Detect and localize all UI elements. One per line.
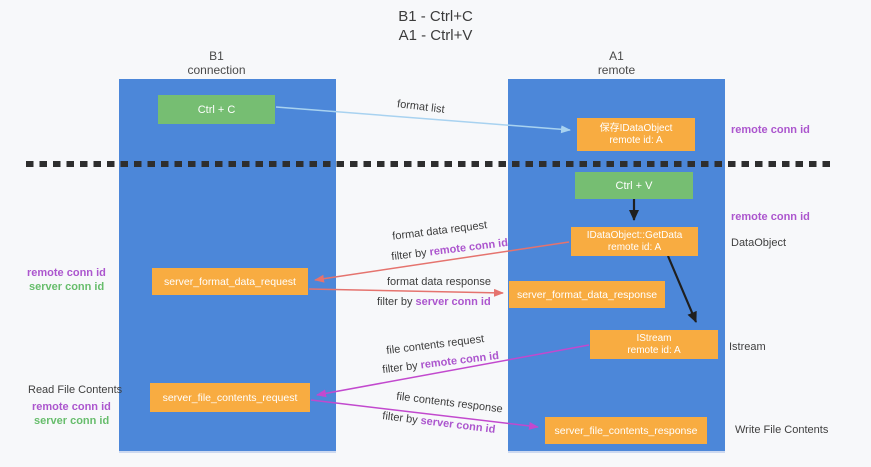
title-line-2: A1 - Ctrl+V: [398, 27, 473, 44]
server-format-data-response-label: server_format_data_response: [516, 288, 658, 301]
diagram-title: B1 - Ctrl+C A1 - Ctrl+V: [0, 7, 871, 45]
save-idataobject-line1: 保存IDataObject: [599, 123, 673, 134]
format-list-label: format list: [396, 98, 446, 116]
server-format-data-request-label: server_format_data_request: [164, 275, 296, 288]
getdata-line2: remote id: A: [607, 242, 662, 253]
istream-line2: remote id: A: [627, 345, 681, 356]
lane-header-b1-role: connection: [187, 63, 246, 77]
save-idataobject-line2: remote id: A: [609, 135, 663, 146]
ctrl-v-label: Ctrl + V: [615, 179, 653, 192]
remote-conn-id-label-right-top: remote conn id: [731, 124, 810, 136]
filter-by-value-3: remote conn id: [419, 349, 500, 372]
remote-conn-id-label-left-top: remote conn id: [27, 267, 106, 279]
server-file-contents-response-label: server_file_contents_response: [554, 424, 698, 437]
filter-by-text-1: filter by: [390, 246, 428, 264]
filter-by-value-1: remote conn id: [428, 236, 509, 259]
server-file-contents-response-node: server_file_contents_response: [545, 417, 707, 444]
lane-header-b1: B1 connection: [108, 49, 325, 77]
server-conn-id-label-left-top: server conn id: [29, 281, 105, 293]
write-file-contents-label: Write File Contents: [735, 424, 829, 436]
filter-by-value-4: server conn id: [419, 414, 496, 436]
getdata-node: IDataObject::GetData remote id: A: [571, 227, 698, 256]
lane-header-a1: A1 remote: [508, 49, 725, 77]
filter-by-value-2: server conn id: [415, 296, 491, 308]
server-format-data-request-node: server_format_data_request: [152, 268, 308, 295]
save-idataobject-node: 保存IDataObject remote id: A: [577, 118, 695, 151]
title-line-1: B1 - Ctrl+C: [398, 8, 473, 25]
format-data-response-label: format data response: [387, 276, 491, 288]
lane-header-b1-name: B1: [209, 49, 224, 63]
lane-header-a1-role: remote: [597, 63, 636, 77]
server-format-data-response-node: server_format_data_response: [509, 281, 665, 308]
format-data-response-arrow: [308, 288, 504, 297]
read-file-contents-label: Read File Contents: [28, 384, 123, 396]
server-file-contents-request-label: server_file_contents_request: [162, 391, 298, 404]
ctrl-v-node: Ctrl + V: [575, 172, 693, 199]
ctrl-c-node: Ctrl + C: [158, 95, 275, 124]
getdata-line1: IDataObject::GetData: [586, 230, 683, 241]
filter-by-text-3: filter by: [381, 359, 419, 377]
server-conn-id-label-left-bottom: server conn id: [34, 415, 110, 427]
filter-by-text-2: filter by: [377, 296, 413, 308]
lane-header-a1-name: A1: [609, 49, 624, 63]
file-contents-response-label: file contents response: [395, 390, 504, 416]
istream-line1: IStream: [636, 333, 672, 344]
format-data-request-label: format data request: [391, 219, 488, 243]
filter-by-text-4: filter by: [381, 410, 419, 427]
ctrl-c-label: Ctrl + C: [197, 103, 236, 116]
istream-node: IStream remote id: A: [590, 330, 718, 359]
istream-side-label: Istream: [729, 341, 766, 353]
remote-conn-id-label-right-mid: remote conn id: [731, 211, 810, 223]
server-file-contents-request-node: server_file_contents_request: [150, 383, 310, 412]
dataobject-label: DataObject: [731, 237, 787, 249]
remote-conn-id-label-left-bottom: remote conn id: [32, 401, 111, 413]
